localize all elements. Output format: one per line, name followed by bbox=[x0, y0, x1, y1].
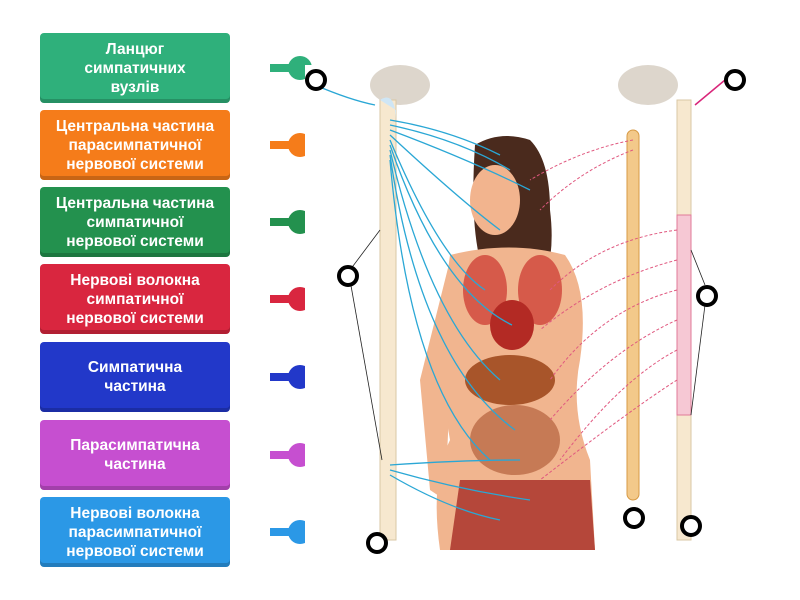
draggable-label[interactable]: Нервові волокна симпатичної нервової сис… bbox=[40, 264, 312, 334]
label-text: Парасимпатична частина bbox=[70, 437, 200, 473]
label-connector bbox=[270, 295, 292, 303]
draggable-label[interactable]: Ланцюг симпатичних вузлів bbox=[40, 33, 312, 103]
brain-right bbox=[618, 65, 678, 105]
label-connector bbox=[270, 64, 292, 72]
label-connector bbox=[270, 373, 292, 381]
label-text: Ланцюг симпатичних вузлів bbox=[84, 40, 186, 96]
drop-target-circle[interactable] bbox=[680, 515, 702, 537]
draggable-label[interactable]: Парасимпатична частина bbox=[40, 420, 312, 490]
draggable-label[interactable]: Центральна частина симпатичної нервової … bbox=[40, 187, 312, 257]
label-text: Симпатична частина bbox=[87, 359, 183, 395]
drop-target-circle[interactable] bbox=[623, 507, 645, 529]
label-connector bbox=[270, 528, 292, 536]
label-text: Нервові волокна симпатичної нервової сис… bbox=[66, 271, 204, 327]
body-figure bbox=[420, 136, 595, 550]
spinal-cord-middle bbox=[626, 129, 640, 501]
drop-target-circle[interactable] bbox=[696, 285, 718, 307]
draggable-label[interactable]: Нервові волокна парасимпатичної нервової… bbox=[40, 497, 312, 567]
label-text: Центральна частина парасимпатичної нерво… bbox=[55, 117, 215, 173]
label-text: Центральна частина симпатичної нервової … bbox=[55, 194, 215, 250]
nervous-system-illustration bbox=[305, 65, 760, 550]
drop-target-circle[interactable] bbox=[366, 532, 388, 554]
drop-target-circle[interactable] bbox=[337, 265, 359, 287]
draggable-label[interactable]: Центральна частина парасимпатичної нерво… bbox=[40, 110, 312, 180]
label-connector bbox=[270, 451, 292, 459]
drop-target-circle[interactable] bbox=[724, 69, 746, 91]
label-text: Нервові волокна парасимпатичної нервової… bbox=[66, 504, 204, 560]
draggable-label[interactable]: Симпатична частина bbox=[40, 342, 312, 412]
label-connector bbox=[270, 141, 292, 149]
drop-target-circle[interactable] bbox=[305, 69, 327, 91]
parasympathetic-fibers bbox=[529, 139, 678, 481]
label-connector bbox=[270, 218, 292, 226]
sympathetic-fibers bbox=[314, 84, 531, 521]
pointer-lines bbox=[349, 229, 706, 461]
brain-left bbox=[370, 65, 430, 105]
